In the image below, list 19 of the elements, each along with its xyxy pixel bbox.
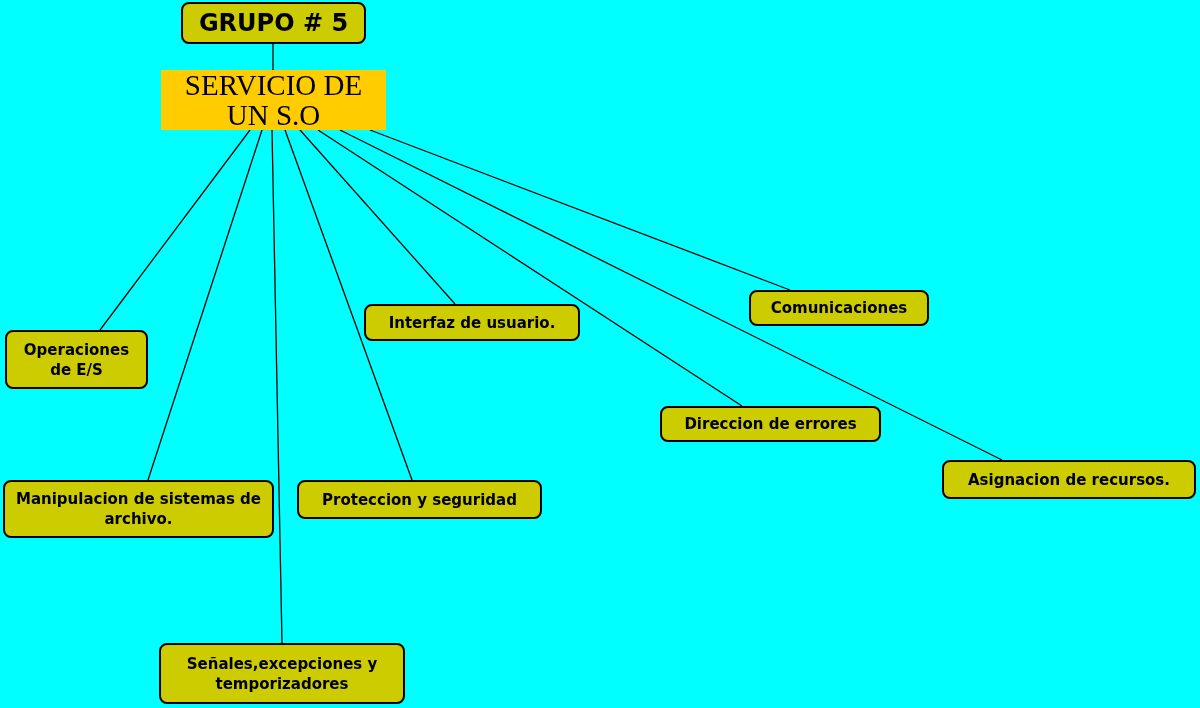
concept-box: Proteccion y seguridad <box>297 480 542 519</box>
concept-box: Señales,excepciones y temporizadores <box>159 643 405 704</box>
topic-box: SERVICIO DE UN S.O <box>161 70 386 130</box>
concept-box: Direccion de errores <box>660 406 881 442</box>
connector-line <box>369 129 791 291</box>
connector-line <box>284 129 413 481</box>
connector-line <box>271 129 283 644</box>
title-box: GRUPO # 5 <box>181 2 366 44</box>
concept-box: Manipulacion de sistemas de archivo. <box>3 480 274 538</box>
connector-line <box>147 129 263 481</box>
connector-line <box>99 129 251 331</box>
concept-box: Asignacion de recursos. <box>942 460 1196 499</box>
connector-line <box>317 129 743 407</box>
concept-box: Operaciones de E/S <box>5 330 148 389</box>
connector-line <box>272 43 274 71</box>
concept-box: Interfaz de usuario. <box>364 304 580 341</box>
connector-line <box>339 129 1003 461</box>
concept-box: Comunicaciones <box>749 290 929 326</box>
connector-line <box>299 129 456 305</box>
